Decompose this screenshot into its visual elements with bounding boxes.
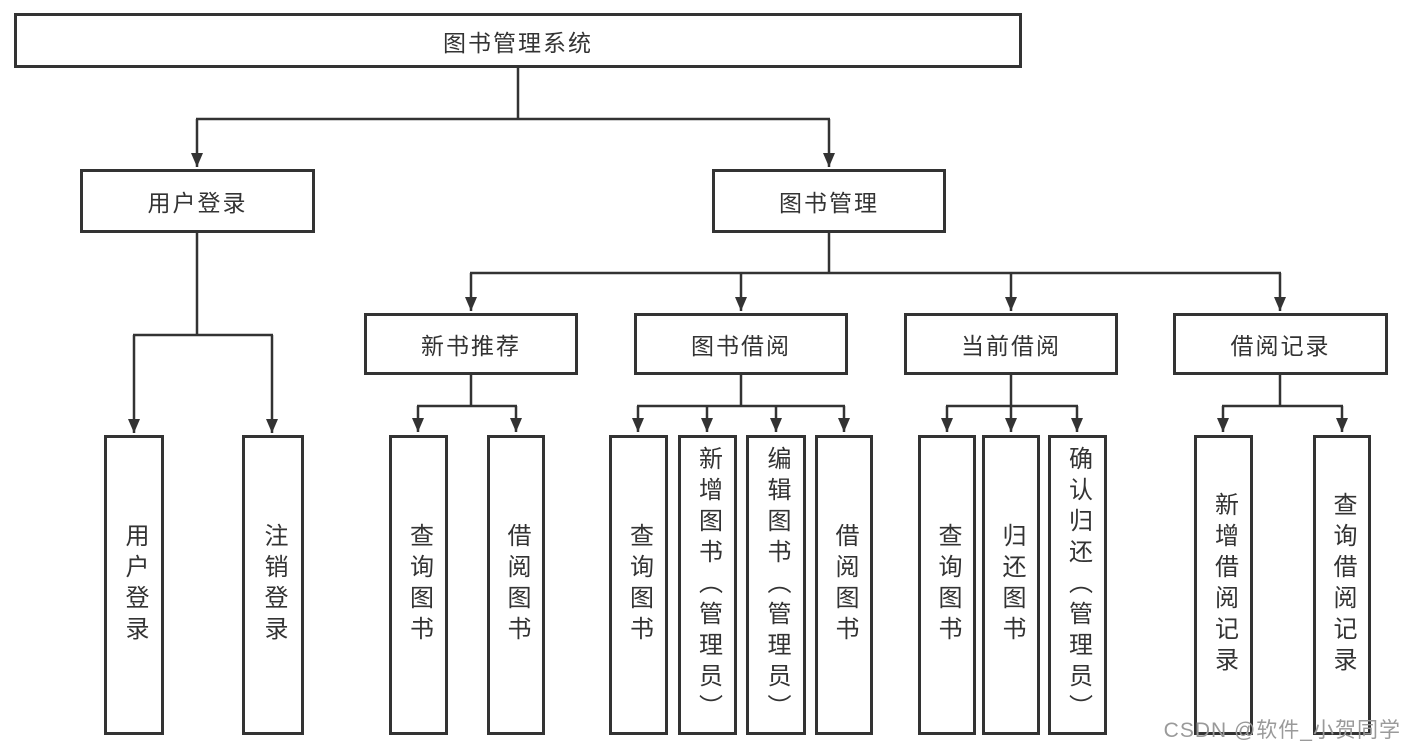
leaf-query-borrow-record: 查询借阅记录: [1313, 435, 1371, 735]
leaf-logout: 注销登录: [242, 435, 304, 735]
node-user-login: 用户登录: [80, 169, 315, 233]
node-current-borrow: 当前借阅: [904, 313, 1118, 375]
node-book-borrow: 图书借阅: [634, 313, 848, 375]
leaf-borrow-books-recommend: 借阅图书: [487, 435, 545, 735]
leaf-query-books-recommend: 查询图书: [389, 435, 448, 735]
leaf-edit-book-admin: 编辑图书（管理员）: [746, 435, 806, 735]
leaf-add-book-admin: 新增图书（管理员）: [678, 435, 737, 735]
leaf-borrow-books: 借阅图书: [815, 435, 873, 735]
leaf-add-borrow-record: 新增借阅记录: [1194, 435, 1253, 735]
connector-group: [128, 68, 1348, 433]
node-library-management-system: 图书管理系统: [14, 13, 1022, 68]
leaf-user-login: 用户登录: [104, 435, 164, 735]
node-book-management: 图书管理: [712, 169, 946, 233]
node-new-book-recommend: 新书推荐: [364, 313, 578, 375]
leaf-return-books: 归还图书: [982, 435, 1040, 735]
leaf-confirm-return-admin: 确认归还（管理员）: [1048, 435, 1107, 735]
leaf-query-books-current: 查询图书: [918, 435, 976, 735]
node-borrow-records: 借阅记录: [1173, 313, 1388, 375]
leaf-query-books-borrow: 查询图书: [609, 435, 668, 735]
